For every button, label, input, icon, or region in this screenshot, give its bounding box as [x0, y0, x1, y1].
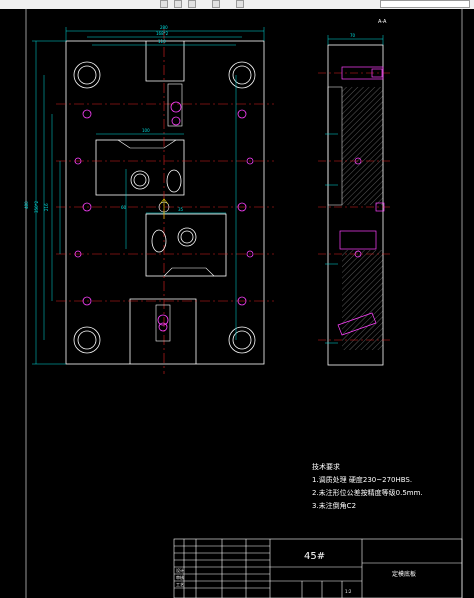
- notes-line-3: 3.未注倒角C2: [312, 502, 357, 510]
- title-block: [173, 538, 463, 598]
- scale-label: 1:2: [345, 589, 352, 594]
- cad-toolbar: [0, 0, 474, 9]
- material-label: 45#: [304, 551, 326, 562]
- dim-small: 35: [178, 207, 184, 212]
- color-icon[interactable]: [212, 0, 220, 8]
- dim-plate-width: 280: [160, 25, 168, 30]
- row-label-review: 审核: [176, 575, 184, 580]
- dim-slot-width: 100: [142, 128, 150, 133]
- dim-side-width: 70: [350, 33, 356, 38]
- notes-line-1: 1.调质处理 硬度230~270HBS.: [312, 476, 413, 484]
- match-icon[interactable]: [188, 0, 196, 8]
- dim-inner-height-1: 350*2: [34, 200, 39, 213]
- part-name-label: 定模底板: [392, 571, 417, 578]
- properties-icon[interactable]: [174, 0, 182, 8]
- row-label-process: 工艺: [176, 582, 184, 587]
- notes-line-2: 2.未注形位公差按精度等级0.5mm.: [312, 489, 423, 497]
- section-label: A-A: [378, 19, 387, 25]
- front-view: 280 168*2 110 480 350*2 216 100 60 35: [24, 25, 274, 374]
- dim-inner-width-2: 110: [158, 39, 166, 44]
- dim-plate-height: 480: [24, 201, 29, 209]
- dim-inner-width-1: 168*2: [156, 31, 169, 36]
- linetype-icon[interactable]: [236, 0, 244, 8]
- dim-mid: 60: [121, 205, 127, 210]
- row-label-design: 设计: [176, 568, 184, 573]
- technical-requirements: 技术要求 1.调质处理 硬度230~270HBS. 2.未注形位公差按精度等级0…: [312, 461, 423, 513]
- drawing-frame: [25, 9, 463, 598]
- layer-dropdown[interactable]: [380, 0, 470, 8]
- dim-inner-height-2: 216: [44, 203, 49, 211]
- side-section-view: A-A: [318, 19, 392, 366]
- layer-icon[interactable]: [160, 0, 168, 8]
- cad-drawing-canvas: 280 168*2 110 480 350*2 216 100 60 35 A-…: [24, 9, 463, 598]
- notes-title: 技术要求: [312, 463, 340, 471]
